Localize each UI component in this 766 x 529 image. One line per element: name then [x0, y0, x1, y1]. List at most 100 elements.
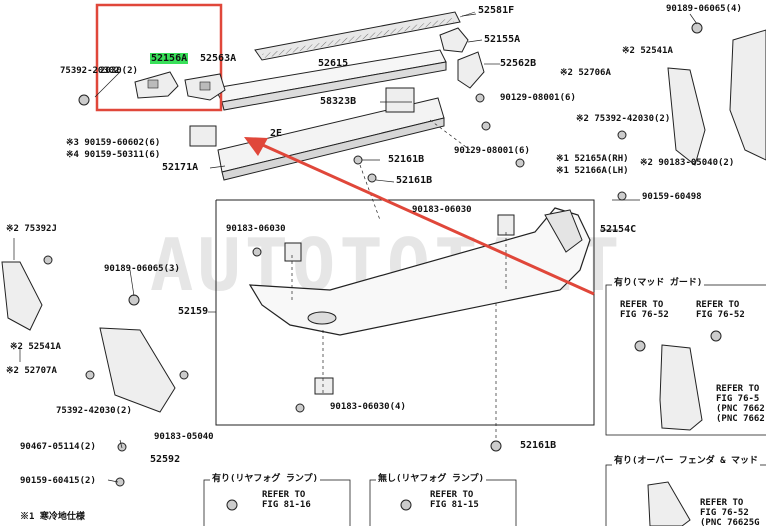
refer-8115-b1[interactable]: REFER TO	[430, 490, 474, 500]
clip-75392[interactable]	[78, 94, 90, 106]
label-90183-06030-4: 90183-06030(4)	[330, 402, 406, 412]
label-90467-05114: 90467-05114(2)	[20, 442, 96, 452]
label-90183-06030-a: 90183-06030	[412, 205, 472, 215]
foglamp-yes-title: 有り(リヤフォグ ランプ)	[210, 474, 320, 485]
refer-7652-d1[interactable]: REFER TO	[700, 498, 744, 508]
leader-lines	[13, 13, 698, 483]
mudguard-title: 有り(マッド ガード)	[612, 278, 705, 289]
callout-highlight-box	[95, 3, 223, 112]
bracket-52563A[interactable]	[184, 73, 226, 101]
label-52154C: 52154C	[600, 224, 637, 235]
label-52156A: 52156A	[150, 53, 189, 64]
label-52161B-b: 52161B	[396, 175, 433, 186]
bolt-90129-b[interactable]	[481, 121, 491, 131]
bracket-center-c[interactable]	[314, 377, 334, 395]
label-2E: 2E	[270, 128, 283, 139]
label-90189-06065-4: 90189-06065(4)	[666, 4, 742, 14]
label-275392-42030: ※2 75392-42030(2)	[576, 114, 671, 124]
label-90189-06065-3: 90189-06065(3)	[104, 264, 180, 274]
clip-75392J[interactable]	[43, 255, 53, 265]
refer-8116-a1[interactable]: REFER TO	[262, 490, 306, 500]
refer-8116-a2[interactable]: FIG 81-16	[262, 500, 311, 510]
clip-90183-left[interactable]	[179, 370, 189, 380]
refer-7652-d3[interactable]: (PNC 76625G	[700, 518, 760, 528]
bracket-center-a[interactable]	[284, 242, 302, 262]
refer-7652-b2[interactable]: FIG 76-52	[696, 310, 745, 320]
bracket-52155A[interactable]	[439, 27, 469, 53]
clip-52165A[interactable]	[515, 158, 525, 168]
bolt-90129-a[interactable]	[475, 93, 485, 103]
label-90159-60415: 90159-60415(2)	[20, 476, 96, 486]
label-90183-05040: 90183-05040	[154, 432, 214, 442]
overfender-title: 有り(オーバー フェンダ & マッド	[612, 456, 761, 467]
mudguard-clip-b[interactable]	[710, 330, 722, 342]
clip-52161B-b[interactable]	[367, 173, 377, 183]
refer-7652-c3[interactable]: (PNC 7662	[716, 404, 765, 414]
label-90159-50311: ※4 90159-50311(6)	[66, 150, 161, 160]
label-52161B-a: 52161B	[388, 154, 425, 165]
rear-beam-52171A[interactable]	[189, 87, 445, 181]
clip-90183-a[interactable]	[252, 247, 262, 257]
refer-7652-a2[interactable]: FIG 76-52	[620, 310, 669, 320]
refer-7652-d2[interactable]: FIG 76-52	[700, 508, 749, 518]
label-52707A: ※2 52707A	[6, 366, 57, 376]
refer-7652-b1[interactable]: REFER TO	[696, 300, 740, 310]
clip-90183-b[interactable]	[295, 403, 305, 413]
lower-bracket-52592[interactable]	[99, 327, 176, 413]
refer-7652-c2[interactable]: FIG 76-5	[716, 394, 760, 404]
label-90183-06030-b: 90183-06030	[226, 224, 286, 234]
bumper-cover-52159[interactable]	[248, 207, 591, 336]
bumper-frame	[215, 199, 595, 426]
refer-7652-a1[interactable]: REFER TO	[620, 300, 664, 310]
label-90129-08001-6a: 90129-08001(6)	[500, 93, 576, 103]
label-52166A: ※1 52166A(LH)	[556, 166, 629, 176]
label-75392-20302: 75392-20302	[60, 66, 120, 76]
refer-7652-c1[interactable]: REFER TO	[716, 384, 760, 394]
label-52165A: ※1 52165A(RH)	[556, 154, 629, 164]
label-52592: 52592	[150, 454, 181, 465]
label-75392J: ※2 75392J	[6, 224, 57, 234]
bracket-52562B[interactable]	[457, 51, 485, 89]
bolt-90159-60415[interactable]	[115, 477, 125, 487]
mudguard-part[interactable]	[659, 344, 703, 431]
label-52706A: ※2 52706A	[560, 68, 611, 78]
nut-90189-left[interactable]	[128, 294, 140, 306]
label-90159-60498: 90159-60498	[642, 192, 702, 202]
side-bracket-52706A[interactable]	[729, 29, 766, 161]
foglamp-bulb-yes[interactable]	[226, 499, 238, 511]
label-52155A: 52155A	[484, 34, 521, 45]
reinforcement-52615[interactable]	[214, 49, 447, 111]
label-52161B-c: 52161B	[520, 440, 557, 451]
label-52563A: 52563A	[200, 53, 237, 64]
refer-8115-b2[interactable]: FIG 81-15	[430, 500, 479, 510]
refer-7652-c4[interactable]: (PNC 7662	[716, 414, 765, 424]
sill-plate-52581F[interactable]	[254, 11, 476, 61]
label-52171A: 52171A	[162, 162, 199, 173]
side-bracket-52541A-right[interactable]	[667, 67, 706, 166]
bolt-90159-60498[interactable]	[617, 191, 627, 201]
label-52541A-right: ※2 52541A	[622, 46, 673, 56]
foglamp-bulb-no[interactable]	[400, 499, 412, 511]
nut-90189-right[interactable]	[691, 22, 703, 34]
clip-52161B-a[interactable]	[353, 155, 363, 165]
label-2030-2: 2030(2)	[100, 66, 138, 76]
clip-52161B-c[interactable]	[490, 440, 502, 452]
callout-arrow	[244, 137, 595, 296]
label-52562B: 52562B	[500, 58, 537, 69]
label-90159-60602: ※3 90159-60602(6)	[66, 138, 161, 148]
label-90183-05040-2r: ※2 90183-05040(2)	[640, 158, 735, 168]
label-58323B: 58323B	[320, 96, 357, 107]
bracket-52156A[interactable]	[134, 71, 179, 99]
overfender-part[interactable]	[647, 481, 691, 526]
foglamp-no-title: 無し(リヤフォグ ランプ)	[376, 474, 486, 485]
label-90129-08001-6b: 90129-08001(6)	[454, 146, 530, 156]
clip-75392-left[interactable]	[85, 370, 95, 380]
side-bracket-52541A-left[interactable]	[1, 261, 43, 331]
label-52615: 52615	[318, 58, 349, 69]
mudguard-clip-a[interactable]	[634, 340, 646, 352]
label-52156A-text: 52156A	[150, 53, 189, 64]
label-52581F: 52581F	[478, 5, 515, 16]
clip-275392[interactable]	[617, 130, 627, 140]
label-52159: 52159	[178, 306, 209, 317]
